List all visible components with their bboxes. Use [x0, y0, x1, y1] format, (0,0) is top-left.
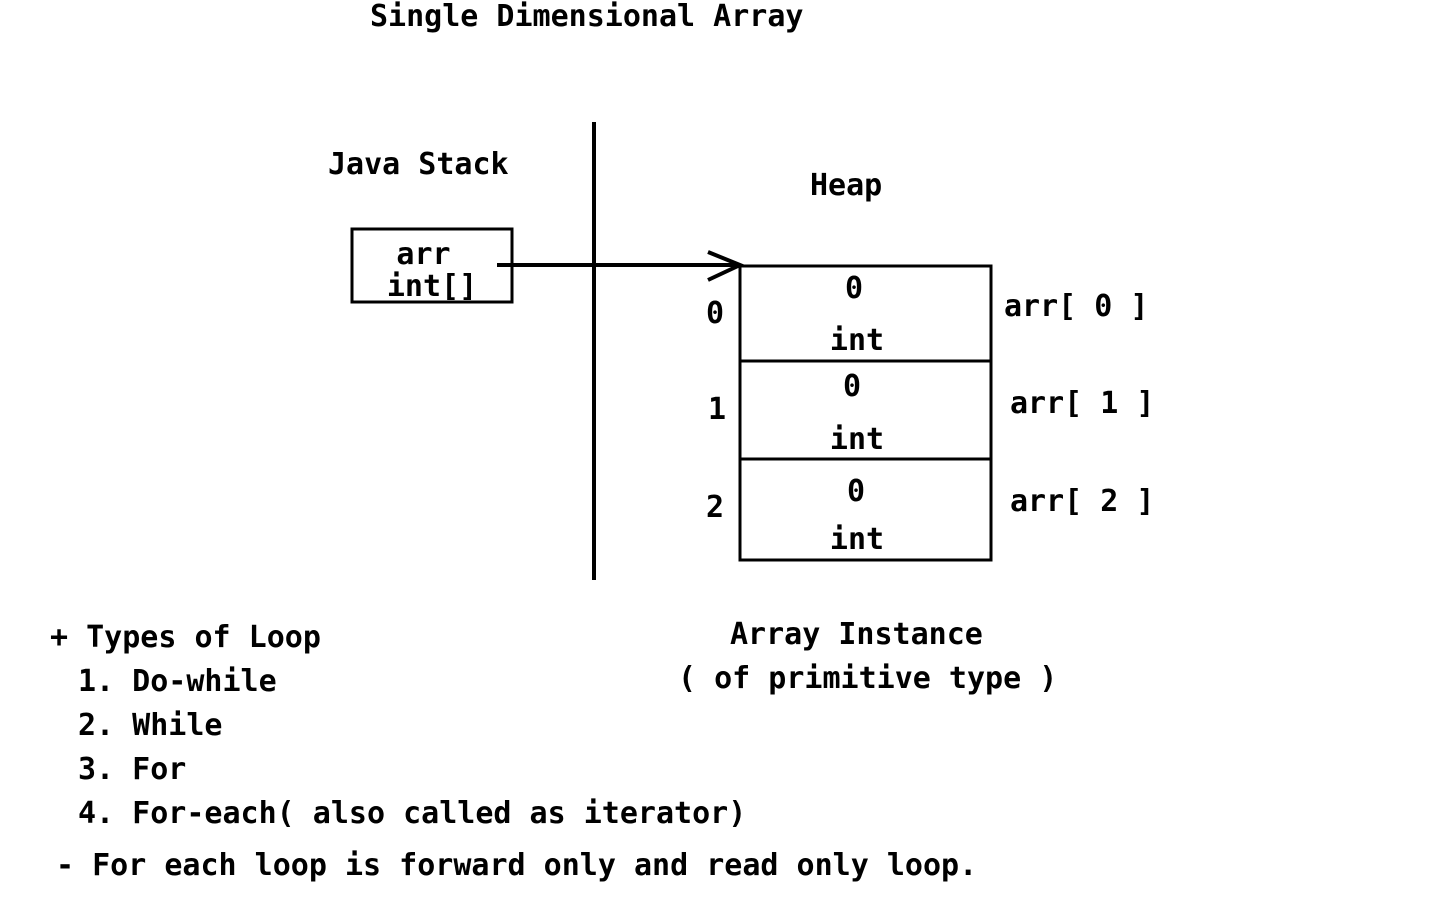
heap-ref-label-0: arr[ 0 ] [1004, 289, 1149, 324]
loop-item-4: 4. For-each( also called as iterator) [78, 796, 747, 831]
heap-cell-type-1: int [829, 422, 885, 457]
heap-cell-2 [738, 457, 993, 562]
heap-index-1: 1 [708, 392, 727, 427]
heap-index-2: 2 [706, 490, 725, 525]
heap-label: Heap [810, 168, 883, 203]
stack-variable-name: arr [396, 237, 451, 272]
heap-cell-value-0: 0 [844, 271, 864, 306]
heap-index-0: 0 [706, 296, 725, 331]
heap-ref-label-1: arr[ 1 ] [1010, 386, 1155, 421]
heap-caption-line1: Array Instance [730, 617, 983, 652]
heap-cell-type-2: int [829, 522, 885, 557]
loops-heading: + Types of Loop [50, 620, 321, 655]
loop-item-2: 2. While [78, 708, 223, 743]
heap-cell-value-1: 0 [842, 369, 862, 404]
loops-note: - For each loop is forward only and read… [56, 848, 978, 883]
heap-cell-type-0: int [829, 323, 885, 358]
stack-variable-type: int[] [386, 269, 478, 304]
stack-label: Java Stack [328, 147, 509, 182]
loop-item-3: 3. For [78, 752, 187, 787]
heap-ref-label-2: arr[ 2 ] [1010, 484, 1155, 519]
diagram-title: Single Dimensional Array [370, 0, 804, 34]
heap-cell-value-2: 0 [846, 474, 866, 509]
heap-caption-line2: ( of primitive type ) [678, 661, 1058, 696]
loop-item-1: 1. Do-while [78, 664, 277, 699]
